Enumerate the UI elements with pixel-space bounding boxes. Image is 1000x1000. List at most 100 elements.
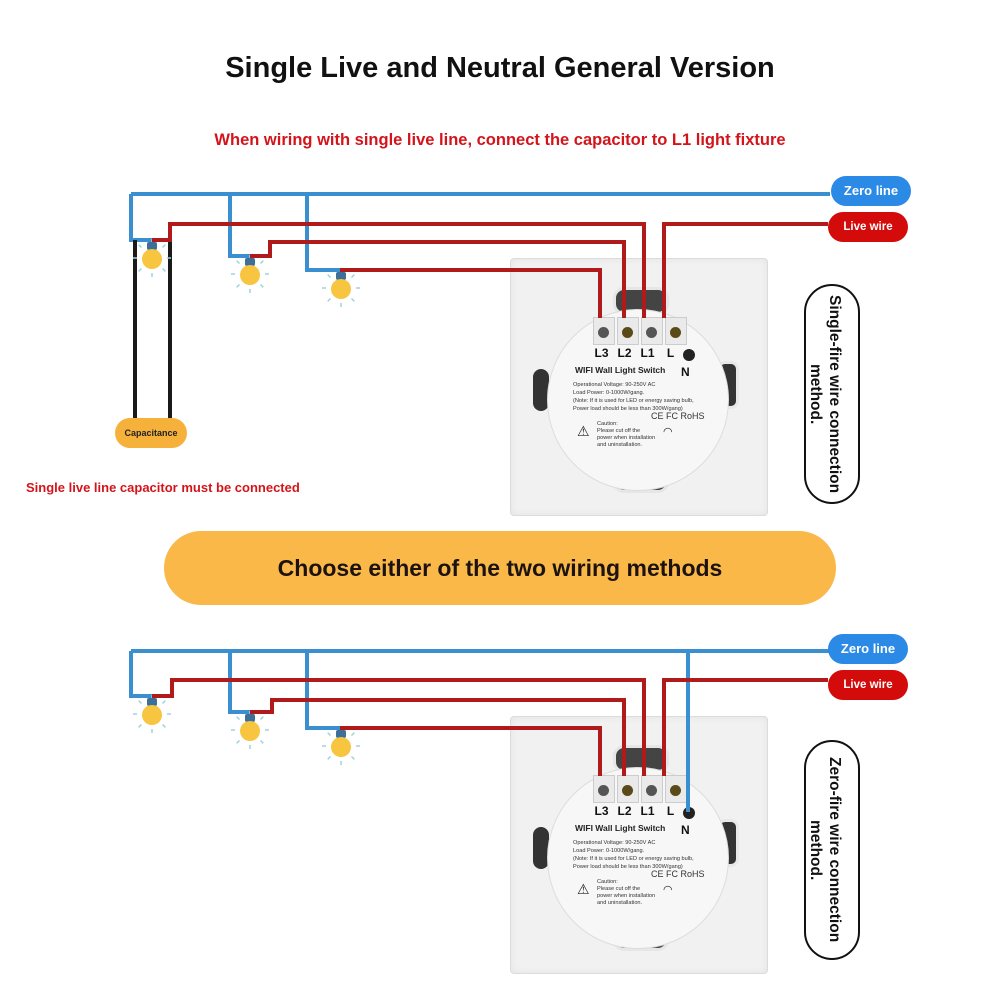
- light-ray: [236, 716, 241, 721]
- bulb-socket: [147, 698, 157, 706]
- live-l2-bottom: [250, 698, 626, 776]
- light-ray: [161, 267, 166, 272]
- live-l3-bottom: [340, 726, 602, 776]
- bulb-icon: [322, 269, 360, 307]
- bulb-socket: [147, 242, 157, 250]
- terminal-label: L2: [617, 346, 632, 360]
- terminal-l1: [641, 775, 663, 803]
- terminal-label: L3: [594, 346, 609, 360]
- bulb-icon: [322, 727, 360, 765]
- certification-marks: CE FC RoHS: [651, 411, 705, 421]
- light-ray: [259, 716, 264, 721]
- screw-icon: [622, 327, 633, 338]
- light-ray: [138, 267, 143, 272]
- bulb-icon: [231, 711, 269, 749]
- live-supply-bottom: [662, 678, 828, 776]
- spec-line: Load Power: 0-1000W/gang.: [573, 390, 645, 396]
- choose-method-banner: Choose either of the two wiring methods: [164, 531, 836, 605]
- spec-text: Operational Voltage: 90-250V AC Load Powe…: [573, 381, 703, 413]
- light-ray: [161, 244, 166, 249]
- page-title: Single Live and Neutral General Version: [225, 52, 775, 84]
- legend-live-wire-bottom: Live wire: [828, 670, 908, 700]
- light-ray: [259, 739, 264, 744]
- legend-live-wire-top: Live wire: [828, 212, 908, 242]
- terminal-l: [665, 317, 687, 345]
- warning-triangle-icon: ⚠: [577, 423, 590, 439]
- light-ray: [350, 274, 355, 279]
- light-ray: [350, 297, 355, 302]
- caution-line: power when installation: [597, 435, 656, 441]
- method-label-box-top: Single-fire wire connection method.: [804, 284, 860, 504]
- live-l1-bottom: [152, 678, 646, 776]
- terminal-l2: [617, 317, 639, 345]
- spec-line: Power load should be less than 300W/gang…: [573, 864, 683, 870]
- light-ray: [138, 723, 143, 728]
- screw-icon: [670, 785, 681, 796]
- light-ray: [327, 732, 332, 737]
- light-ray: [236, 260, 241, 265]
- product-name: WIFI Wall Light Switch: [575, 823, 666, 833]
- light-ray: [259, 260, 264, 265]
- bulb-socket: [245, 714, 255, 722]
- screw-icon: [622, 785, 633, 796]
- bulb-socket: [336, 272, 346, 280]
- terminal-label: L: [666, 804, 675, 818]
- bulb-glass: [142, 249, 162, 269]
- light-ray: [138, 244, 143, 249]
- mount-slot-left: [533, 369, 549, 411]
- wifi-icon: ◠: [663, 426, 673, 438]
- caution-line: and uninstallation.: [597, 900, 643, 906]
- neutral-terminal: [683, 349, 695, 361]
- method-label-box-bottom: Zero-fire wire connection method.: [804, 740, 860, 960]
- capacitor: Capacitance: [115, 418, 187, 448]
- method-label-top: Single-fire wire connection method.: [807, 294, 843, 494]
- light-ray: [327, 755, 332, 760]
- wifi-icon: ◠: [663, 884, 673, 896]
- screw-icon: [598, 785, 609, 796]
- live-l2-top: [250, 240, 626, 318]
- bulb-icon: [133, 695, 171, 733]
- neutral-to-bulb1-bottom: [129, 651, 152, 698]
- light-ray: [327, 297, 332, 302]
- terminal-l3: [593, 775, 615, 803]
- bulb-glass: [331, 279, 351, 299]
- warning-triangle-icon: ⚠: [577, 881, 590, 897]
- caution-line: Please cut off the: [597, 428, 641, 434]
- bulb-glass: [240, 721, 260, 741]
- light-ray: [327, 274, 332, 279]
- bulb-socket: [245, 258, 255, 266]
- terminal-block: [593, 317, 687, 345]
- capacitor-warning: Single live line capacitor must be conne…: [26, 480, 300, 495]
- neutral-label: N: [681, 365, 690, 379]
- spec-line: Operational Voltage: 90-250V AC: [573, 382, 656, 388]
- terminal-l2: [617, 775, 639, 803]
- spec-text: Operational Voltage: 90-250V AC Load Powe…: [573, 839, 703, 871]
- terminal-label: L1: [640, 804, 655, 818]
- mount-slot-left: [533, 827, 549, 869]
- bulb-glass: [142, 705, 162, 725]
- spec-line: Operational Voltage: 90-250V AC: [573, 840, 656, 846]
- terminal-block: [593, 775, 687, 803]
- terminal-l: [665, 775, 687, 803]
- screw-icon: [646, 785, 657, 796]
- caution-line: Caution:: [597, 421, 618, 427]
- certification-marks: CE FC RoHS: [651, 869, 705, 879]
- spec-line: Load Power: 0-1000W/gang.: [573, 848, 645, 854]
- product-name: WIFI Wall Light Switch: [575, 365, 666, 375]
- neutral-label: N: [681, 823, 690, 837]
- legend-zero-line-bottom: Zero line: [828, 634, 908, 664]
- caution-line: Please cut off the: [597, 886, 641, 892]
- screw-icon: [646, 327, 657, 338]
- live-supply-top: [662, 222, 828, 318]
- method-label-bottom: Zero-fire wire connection method.: [807, 757, 843, 943]
- light-ray: [350, 732, 355, 737]
- light-ray: [138, 700, 143, 705]
- screw-icon: [598, 327, 609, 338]
- bulb-glass: [331, 737, 351, 757]
- spec-line: (Note: If it is used for LED or energy s…: [573, 398, 694, 404]
